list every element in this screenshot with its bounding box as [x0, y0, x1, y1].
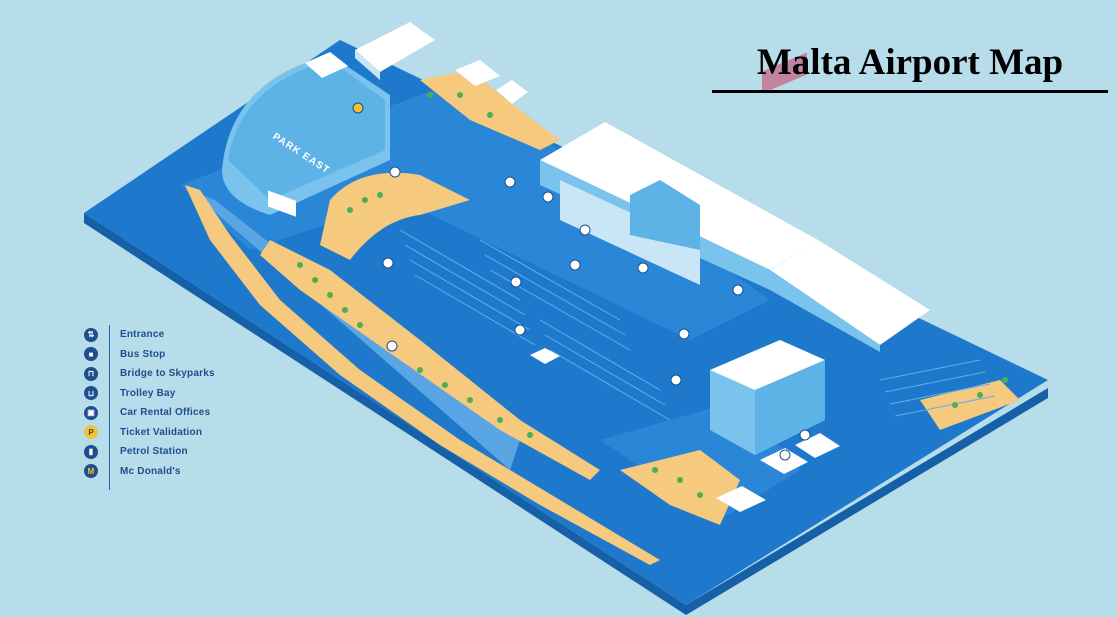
bus-stop-icon: ■: [84, 347, 98, 362]
sand-northeast: [420, 70, 560, 150]
legend-item-bridge: ⊓ Bridge to Skyparks: [82, 364, 215, 384]
petrol-building: [760, 448, 808, 474]
legend-item-entrance: ⇅ Entrance: [82, 325, 215, 345]
service-building: [716, 486, 766, 512]
skyparks-windows: [762, 52, 807, 94]
trolley-icon: ⊔: [84, 386, 98, 401]
skyparks-front: [755, 360, 825, 455]
legend-item-mcdonalds: M Mc Donald's: [82, 462, 215, 482]
sand-east: [920, 380, 1020, 430]
park-east-block: [268, 190, 296, 217]
sand-loop: [320, 172, 470, 260]
legend-label: Petrol Station: [120, 446, 188, 458]
legend-label: Car Rental Offices: [120, 407, 211, 419]
legend-divider: [109, 325, 110, 490]
mcdonalds-building: [795, 433, 840, 458]
terminal-extension: [770, 240, 930, 345]
page-title: Malta Airport Map: [712, 40, 1108, 93]
title-block: Malta Airport Map: [712, 40, 1108, 93]
mcdonalds-icon: M: [84, 464, 98, 479]
legend-item-petrol-station: ▮ Petrol Station: [82, 442, 215, 462]
legend-label: Ticket Validation: [120, 426, 203, 438]
legend-item-bus-stop: ■ Bus Stop: [82, 345, 215, 365]
small-building: [305, 52, 348, 78]
legend-item-trolley-bay: ⊔ Trolley Bay: [82, 384, 215, 404]
trees: [297, 92, 1008, 498]
ticket-validation-icon: P: [84, 425, 98, 440]
legend-label: Trolley Bay: [120, 387, 176, 399]
park-east-roof: [228, 60, 385, 200]
map-legend: ⇅ Entrance ■ Bus Stop ⊓ Bridge to Skypar…: [82, 325, 215, 490]
terminal-extension-side: [770, 270, 880, 352]
sand-south: [620, 450, 740, 525]
legend-label: Mc Donald's: [120, 465, 181, 477]
north-building: [355, 22, 435, 72]
terminal-tower: [630, 180, 700, 250]
petrol-station-icon: ▮: [84, 444, 98, 459]
sand-west: [260, 240, 600, 480]
bridge-icon: ⊓: [84, 366, 98, 381]
legend-item-car-rental: ▣ Car Rental Offices: [82, 403, 215, 423]
legend-label: Entrance: [120, 329, 165, 341]
kiosk: [530, 348, 560, 364]
small-building-2: [455, 60, 500, 86]
legend-item-ticket-validation: P Ticket Validation: [82, 423, 215, 443]
north-building-side: [355, 50, 380, 80]
small-building-3: [496, 80, 528, 104]
entrance-icon: ⇅: [84, 327, 98, 342]
map-pins: [352, 102, 811, 461]
parking-area-east: [879, 359, 996, 417]
legend-label: Bridge to Skyparks: [120, 368, 215, 380]
car-rental-icon: ▣: [84, 405, 98, 420]
ground-side: [84, 213, 1048, 615]
legend-label: Bus Stop: [120, 348, 166, 360]
skyparks-roof: [710, 340, 825, 390]
